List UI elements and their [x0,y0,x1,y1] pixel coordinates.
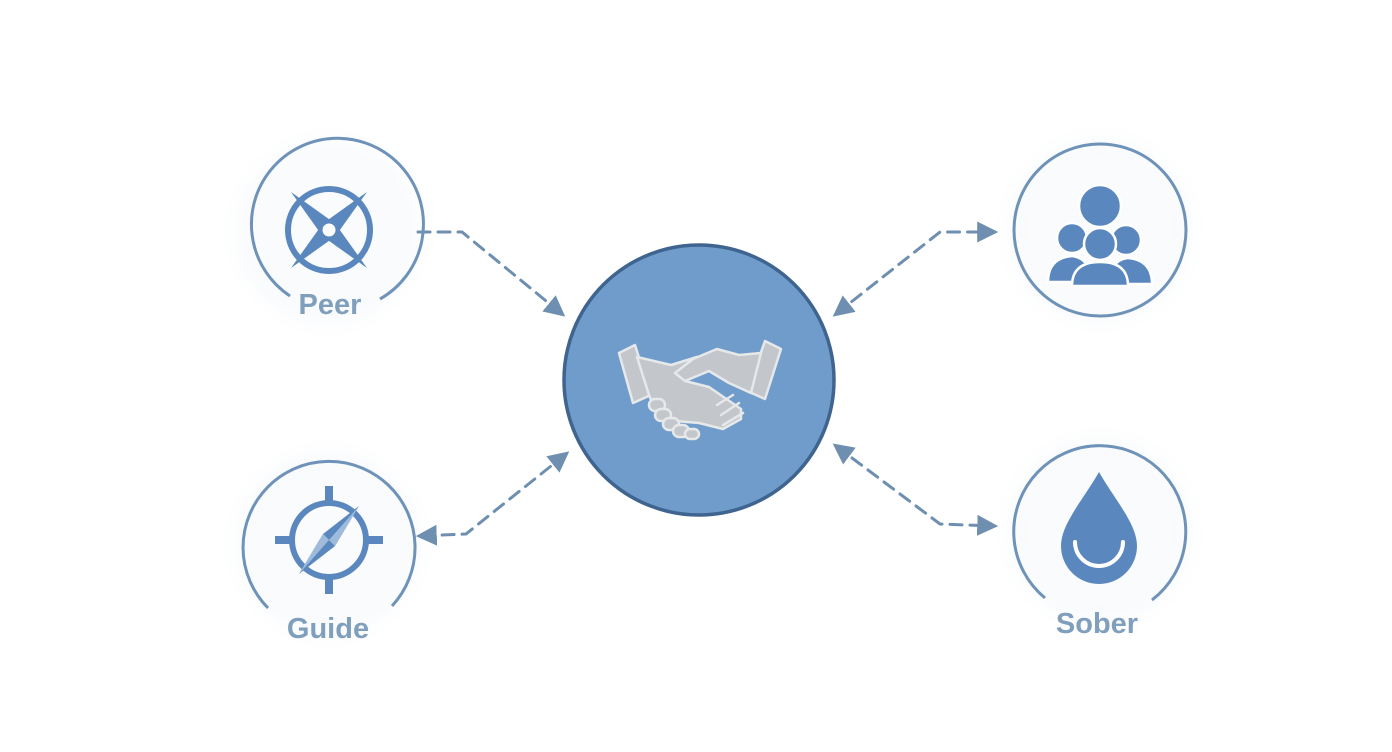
node-sober[interactable]: Sober [1012,444,1188,640]
node-label-sober: Sober [1056,608,1138,640]
node-label-guide: Guide [287,613,369,645]
compass-star-icon [285,186,373,274]
connectors [415,221,999,546]
handshake-icon [617,339,783,441]
node-label-peer: Peer [299,289,362,321]
connector-peer-center [416,230,566,317]
compass-icon [275,486,383,594]
center-node[interactable] [562,243,836,517]
connector-center-community [832,221,999,317]
group-people-icon [1046,183,1154,288]
node-community[interactable] [1012,142,1188,318]
water-drop-icon [1061,472,1137,584]
connector-center-guide [415,451,570,546]
node-guide[interactable]: Guide [241,459,417,645]
node-peer[interactable]: Peer [249,136,425,321]
connector-center-sober [832,443,999,536]
